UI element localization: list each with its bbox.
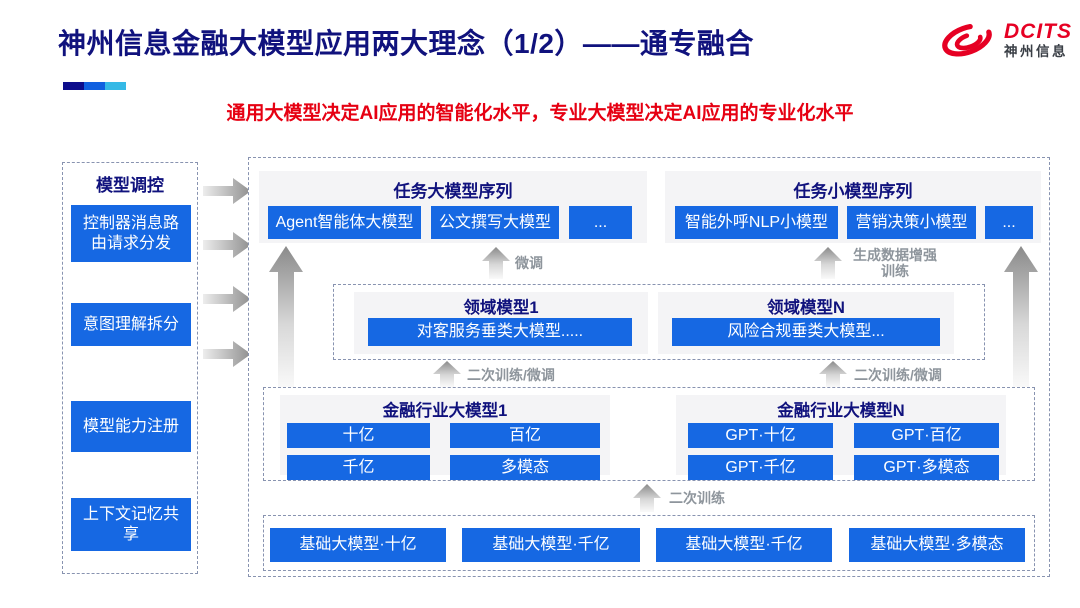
sidebar-item-router: 控制器消息路由请求分发 — [71, 205, 191, 262]
accent-segment-navy — [63, 82, 84, 90]
industry-model-n-title: 金融行业大模型N — [777, 402, 905, 420]
base-model-chip-100b: 基础大模型·千亿 — [462, 528, 640, 562]
industry-models-box: 金融行业大模型1 十亿 百亿 千亿 多模态 金融行业大模型N GPT·十亿 GP… — [263, 387, 1035, 481]
base-model-chip-multimodal: 基础大模型·多模态 — [849, 528, 1025, 562]
secondary-finetune-left-label: 二次训练/微调 — [467, 367, 555, 383]
flow-right-arrow-icon — [203, 178, 251, 204]
sidebar-item-context: 上下文记忆共享 — [71, 498, 191, 551]
accent-segment-blue — [84, 82, 105, 90]
task-large-title: 任务大模型序列 — [393, 182, 513, 201]
gen-data-label: 生成数据增强 训练 — [847, 247, 943, 279]
task-large-model-panel: 任务大模型序列 Agent智能体大模型 公文撰写大模型 ... — [259, 171, 647, 243]
model-chip-gpt-1b: GPT·十亿 — [688, 423, 833, 448]
domain-model-n-title: 领域模型N — [767, 299, 845, 317]
page-title: 神州信息金融大模型应用两大理念（1/2）——通专融合 — [58, 28, 754, 59]
model-chip-nlp-outbound: 智能外呼NLP小模型 — [675, 206, 838, 239]
base-models-box: 基础大模型·十亿 基础大模型·千亿 基础大模型·千亿 基础大模型·多模态 — [263, 515, 1035, 571]
model-chip-marketing: 营销决策小模型 — [847, 206, 976, 239]
model-chip-multimodal: 多模态 — [450, 455, 600, 480]
finetune-label: 微调 — [515, 255, 543, 271]
sidebar-item-intent: 意图理解拆分 — [71, 303, 191, 346]
model-chip-1b: 十亿 — [287, 423, 430, 448]
model-chip-10b: 百亿 — [450, 423, 600, 448]
model-chip-agent: Agent智能体大模型 — [268, 206, 421, 239]
model-chip-gpt-100b: GPT·千亿 — [688, 455, 833, 480]
main-diagram: 任务大模型序列 Agent智能体大模型 公文撰写大模型 ... 任务小模型序列 … — [248, 157, 1050, 577]
base-model-chip-100b-2: 基础大模型·千亿 — [656, 528, 832, 562]
task-small-model-panel: 任务小模型序列 智能外呼NLP小模型 营销决策小模型 ... — [665, 171, 1041, 243]
domain-models-box: 领域模型1 对客服务垂类大模型..... 领域模型N 风险合规垂类大模型... — [333, 284, 985, 360]
gen-data-label-line2: 训练 — [881, 263, 909, 280]
model-chip-ellipsis: ... — [569, 206, 632, 239]
domain-model-1-panel: 领域模型1 对客服务垂类大模型..... — [354, 292, 648, 354]
secondary-finetune-left-arrow-icon — [433, 361, 461, 387]
base-model-chip-1b: 基础大模型·十亿 — [270, 528, 446, 562]
gen-data-up-arrow-icon — [814, 247, 842, 279]
finetune-up-arrow-icon — [482, 247, 510, 279]
title-accent-bar — [63, 82, 126, 90]
model-control-title: 模型调控 — [96, 176, 164, 195]
domain-model-1-title: 领域模型1 — [463, 299, 539, 317]
model-chip-100b: 千亿 — [287, 455, 430, 480]
secondary-training-arrow-icon — [633, 484, 661, 512]
tall-up-arrow-right-icon — [1004, 246, 1038, 389]
accent-segment-cyan — [105, 82, 126, 90]
model-chip-customer-service: 对客服务垂类大模型..... — [368, 318, 632, 346]
flow-right-arrow-icon — [203, 232, 251, 258]
flow-right-arrow-icon — [203, 341, 251, 367]
flow-right-arrow-icon — [203, 286, 251, 312]
secondary-finetune-right-arrow-icon — [819, 361, 847, 387]
secondary-training-label: 二次训练 — [669, 490, 725, 506]
domain-model-n-panel: 领域模型N 风险合规垂类大模型... — [658, 292, 954, 354]
model-chip-gpt-multimodal: GPT·多模态 — [854, 455, 999, 480]
logo-brand-cn-text: 神州信息 — [1004, 43, 1068, 59]
subtitle: 通用大模型决定AI应用的智能化水平，专业大模型决定AI应用的专业化水平 — [226, 103, 854, 124]
gen-data-label-line1: 生成数据增强 — [853, 247, 937, 263]
industry-model-1-title: 金融行业大模型1 — [382, 402, 508, 420]
dcits-logo: DCITS 神州信息 — [938, 18, 1072, 62]
sidebar-item-capability: 模型能力注册 — [71, 401, 191, 452]
task-small-title: 任务小模型序列 — [793, 182, 913, 201]
dcits-swirl-icon — [938, 18, 996, 62]
industry-model-1-panel: 金融行业大模型1 十亿 百亿 千亿 多模态 — [280, 395, 610, 480]
secondary-finetune-right-label: 二次训练/微调 — [854, 367, 942, 383]
logo-brand-text: DCITS — [1004, 19, 1072, 43]
tall-up-arrow-left-icon — [269, 246, 303, 389]
model-chip-doc-writing: 公文撰写大模型 — [431, 206, 559, 239]
industry-model-n-panel: 金融行业大模型N GPT·十亿 GPT·百亿 GPT·千亿 GPT·多模态 — [676, 395, 1006, 480]
model-chip-risk-compliance: 风险合规垂类大模型... — [672, 318, 940, 346]
model-chip-ellipsis: ... — [985, 206, 1033, 239]
model-control-panel: 模型调控 控制器消息路由请求分发 意图理解拆分 模型能力注册 上下文记忆共享 — [62, 162, 198, 574]
model-chip-gpt-10b: GPT·百亿 — [854, 423, 999, 448]
